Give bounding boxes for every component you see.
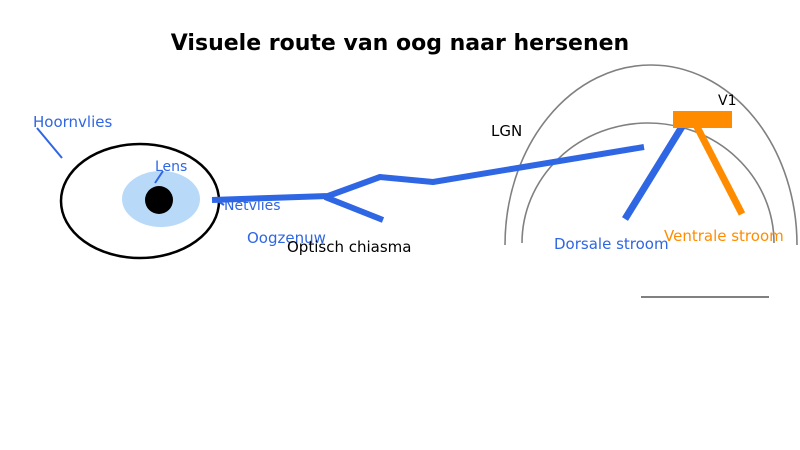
lens-pointer-line xyxy=(154,170,164,184)
label-dorsale-stroom: Dorsale stroom xyxy=(554,235,669,253)
optic-chiasm-branch xyxy=(323,194,385,223)
hoornvlies-pointer-line xyxy=(36,127,63,159)
pupil xyxy=(145,186,173,214)
label-v1: V1 xyxy=(718,93,736,109)
label-lens: Lens xyxy=(155,159,187,175)
optic-nerve-path xyxy=(211,144,645,203)
label-hoornvlies: Hoornvlies xyxy=(33,113,112,131)
v1-bar xyxy=(673,111,732,128)
brain-outer-arc xyxy=(504,64,798,246)
netvlies-pointer-line xyxy=(212,197,225,206)
dorsal-stream-line xyxy=(622,115,691,221)
label-lgn: LGN xyxy=(491,122,522,140)
brain-inner-arc xyxy=(521,122,775,244)
ventral-stream-line xyxy=(691,121,746,216)
label-ventrale-stroom: Ventrale stroom xyxy=(664,227,784,245)
label-netvlies: Netvlies xyxy=(224,198,281,214)
label-optisch-chiasma: Optisch chiasma xyxy=(287,238,411,256)
diagram-title: Visuele route van oog naar hersenen xyxy=(171,31,629,56)
label-oogzenuw: Oogzenuw xyxy=(247,229,326,247)
